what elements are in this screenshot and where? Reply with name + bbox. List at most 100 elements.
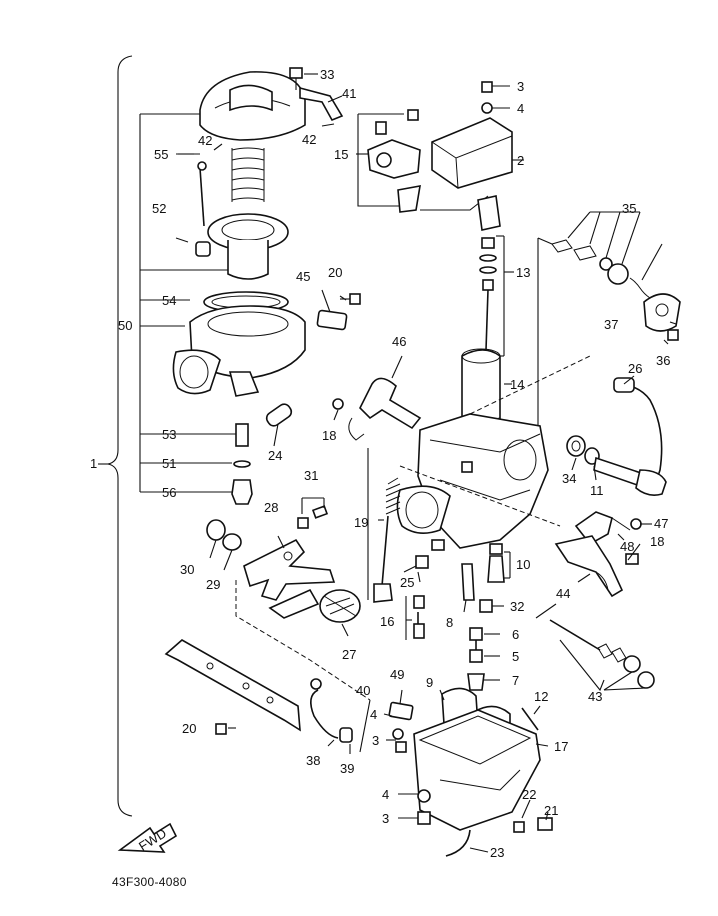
callout-3: 3 — [517, 79, 524, 94]
callout-3: 3 — [372, 733, 379, 748]
callout-4: 4 — [382, 787, 389, 802]
callout-54: 54 — [162, 293, 176, 308]
callout-50: 50 — [118, 318, 132, 333]
callout-51: 51 — [162, 456, 176, 471]
piston-14 — [461, 348, 501, 424]
callout-37: 37 — [604, 317, 618, 332]
carburetor-body — [396, 413, 549, 555]
leader-lines — [178, 73, 677, 853]
top-cover — [199, 71, 344, 141]
screw-20a — [340, 293, 361, 305]
cover-2 — [431, 117, 513, 189]
callout-42: 42 — [198, 133, 212, 148]
float-valve-6-5-7 — [467, 627, 485, 691]
callout-42: 42 — [302, 132, 316, 147]
bracket-28 — [243, 538, 336, 619]
jet-53-51-56 — [231, 423, 253, 505]
callout-47: 47 — [654, 516, 668, 531]
callout-20: 20 — [182, 721, 196, 736]
callout-labels: 33 41 42 42 55 52 15 3 4 2 35 13 45 20 5… — [90, 67, 670, 860]
callout-49: 49 — [390, 667, 404, 682]
callout-5: 5 — [512, 649, 519, 664]
callout-20: 20 — [328, 265, 342, 280]
spring — [231, 147, 265, 202]
callout-56: 56 — [162, 485, 176, 500]
callout-10: 10 — [516, 557, 530, 572]
callout-48: 48 — [620, 539, 634, 554]
callout-40: 40 — [356, 683, 370, 698]
plate-bracket — [164, 639, 301, 732]
callout-1: 1 — [90, 456, 97, 471]
callout-13: 13 — [516, 265, 530, 280]
rod-43 — [549, 619, 655, 689]
plate-45 — [316, 289, 348, 331]
hose-38 — [310, 678, 353, 743]
assembly-brace — [107, 55, 133, 817]
callout-11: 11 — [590, 483, 604, 498]
callout-30: 30 — [180, 562, 194, 577]
callout-23: 23 — [490, 845, 504, 860]
callout-17: 17 — [554, 739, 568, 754]
valve-set-35 — [551, 211, 663, 299]
needle-jet-13 — [477, 195, 501, 351]
callout-15: 15 — [334, 147, 348, 162]
callout-55: 55 — [154, 147, 168, 162]
callout-8: 8 — [446, 615, 453, 630]
callout-21: 21 — [544, 803, 558, 818]
jet-16 — [413, 595, 425, 639]
diaphragm-piston — [207, 213, 289, 280]
pipe-24 — [265, 403, 293, 427]
callout-39: 39 — [340, 761, 354, 776]
jet-10 — [487, 551, 511, 583]
callout-26: 26 — [628, 361, 642, 376]
callout-22: 22 — [522, 787, 536, 802]
cable-holder-15 — [367, 109, 421, 213]
screw-33 — [289, 67, 303, 90]
callout-14: 14 — [510, 377, 524, 392]
callout-33: 33 — [320, 67, 334, 82]
callout-2: 2 — [517, 153, 524, 168]
float-bowl-17 — [413, 709, 541, 831]
lever-44 — [554, 535, 624, 598]
drain-hose-23 — [445, 829, 471, 857]
callout-46: 46 — [392, 334, 406, 349]
callout-44: 44 — [556, 586, 570, 601]
callout-41: 41 — [342, 86, 356, 101]
callout-4: 4 — [517, 101, 524, 116]
throttle-lever-46 — [348, 377, 422, 441]
jet-needle-52 — [175, 161, 211, 257]
callout-18: 18 — [322, 428, 336, 443]
callout-27: 27 — [342, 647, 356, 662]
callout-25: 25 — [400, 575, 414, 590]
callout-7: 7 — [512, 673, 519, 688]
throttle-body-50 — [172, 305, 306, 397]
callout-52: 52 — [152, 201, 166, 216]
drawing-code: 43F300-4080 — [112, 875, 187, 889]
callout-12: 12 — [534, 689, 548, 704]
callout-4: 4 — [370, 707, 377, 722]
callout-53: 53 — [162, 427, 176, 442]
spring-19 — [373, 477, 401, 603]
callout-34: 34 — [562, 471, 576, 486]
callout-16: 16 — [380, 614, 394, 629]
callout-6: 6 — [512, 627, 519, 642]
callout-19: 19 — [354, 515, 368, 530]
callout-43: 43 — [588, 689, 602, 704]
callout-38: 38 — [306, 753, 320, 768]
callout-32: 32 — [510, 599, 524, 614]
diaphragm-27 — [319, 589, 361, 623]
callout-36: 36 — [656, 353, 670, 368]
callout-28: 28 — [264, 500, 278, 515]
callout-3: 3 — [382, 811, 389, 826]
callout-24: 24 — [268, 448, 282, 463]
callout-35: 35 — [622, 201, 636, 216]
cover-37 — [643, 293, 681, 332]
main-jet-8 — [461, 563, 475, 601]
callout-29: 29 — [206, 577, 220, 592]
callout-18: 18 — [650, 534, 664, 549]
shaft-11 — [593, 456, 667, 496]
callout-9: 9 — [426, 675, 433, 690]
callout-45: 45 — [296, 269, 310, 284]
fwd-arrow-icon: FWD — [117, 822, 178, 854]
